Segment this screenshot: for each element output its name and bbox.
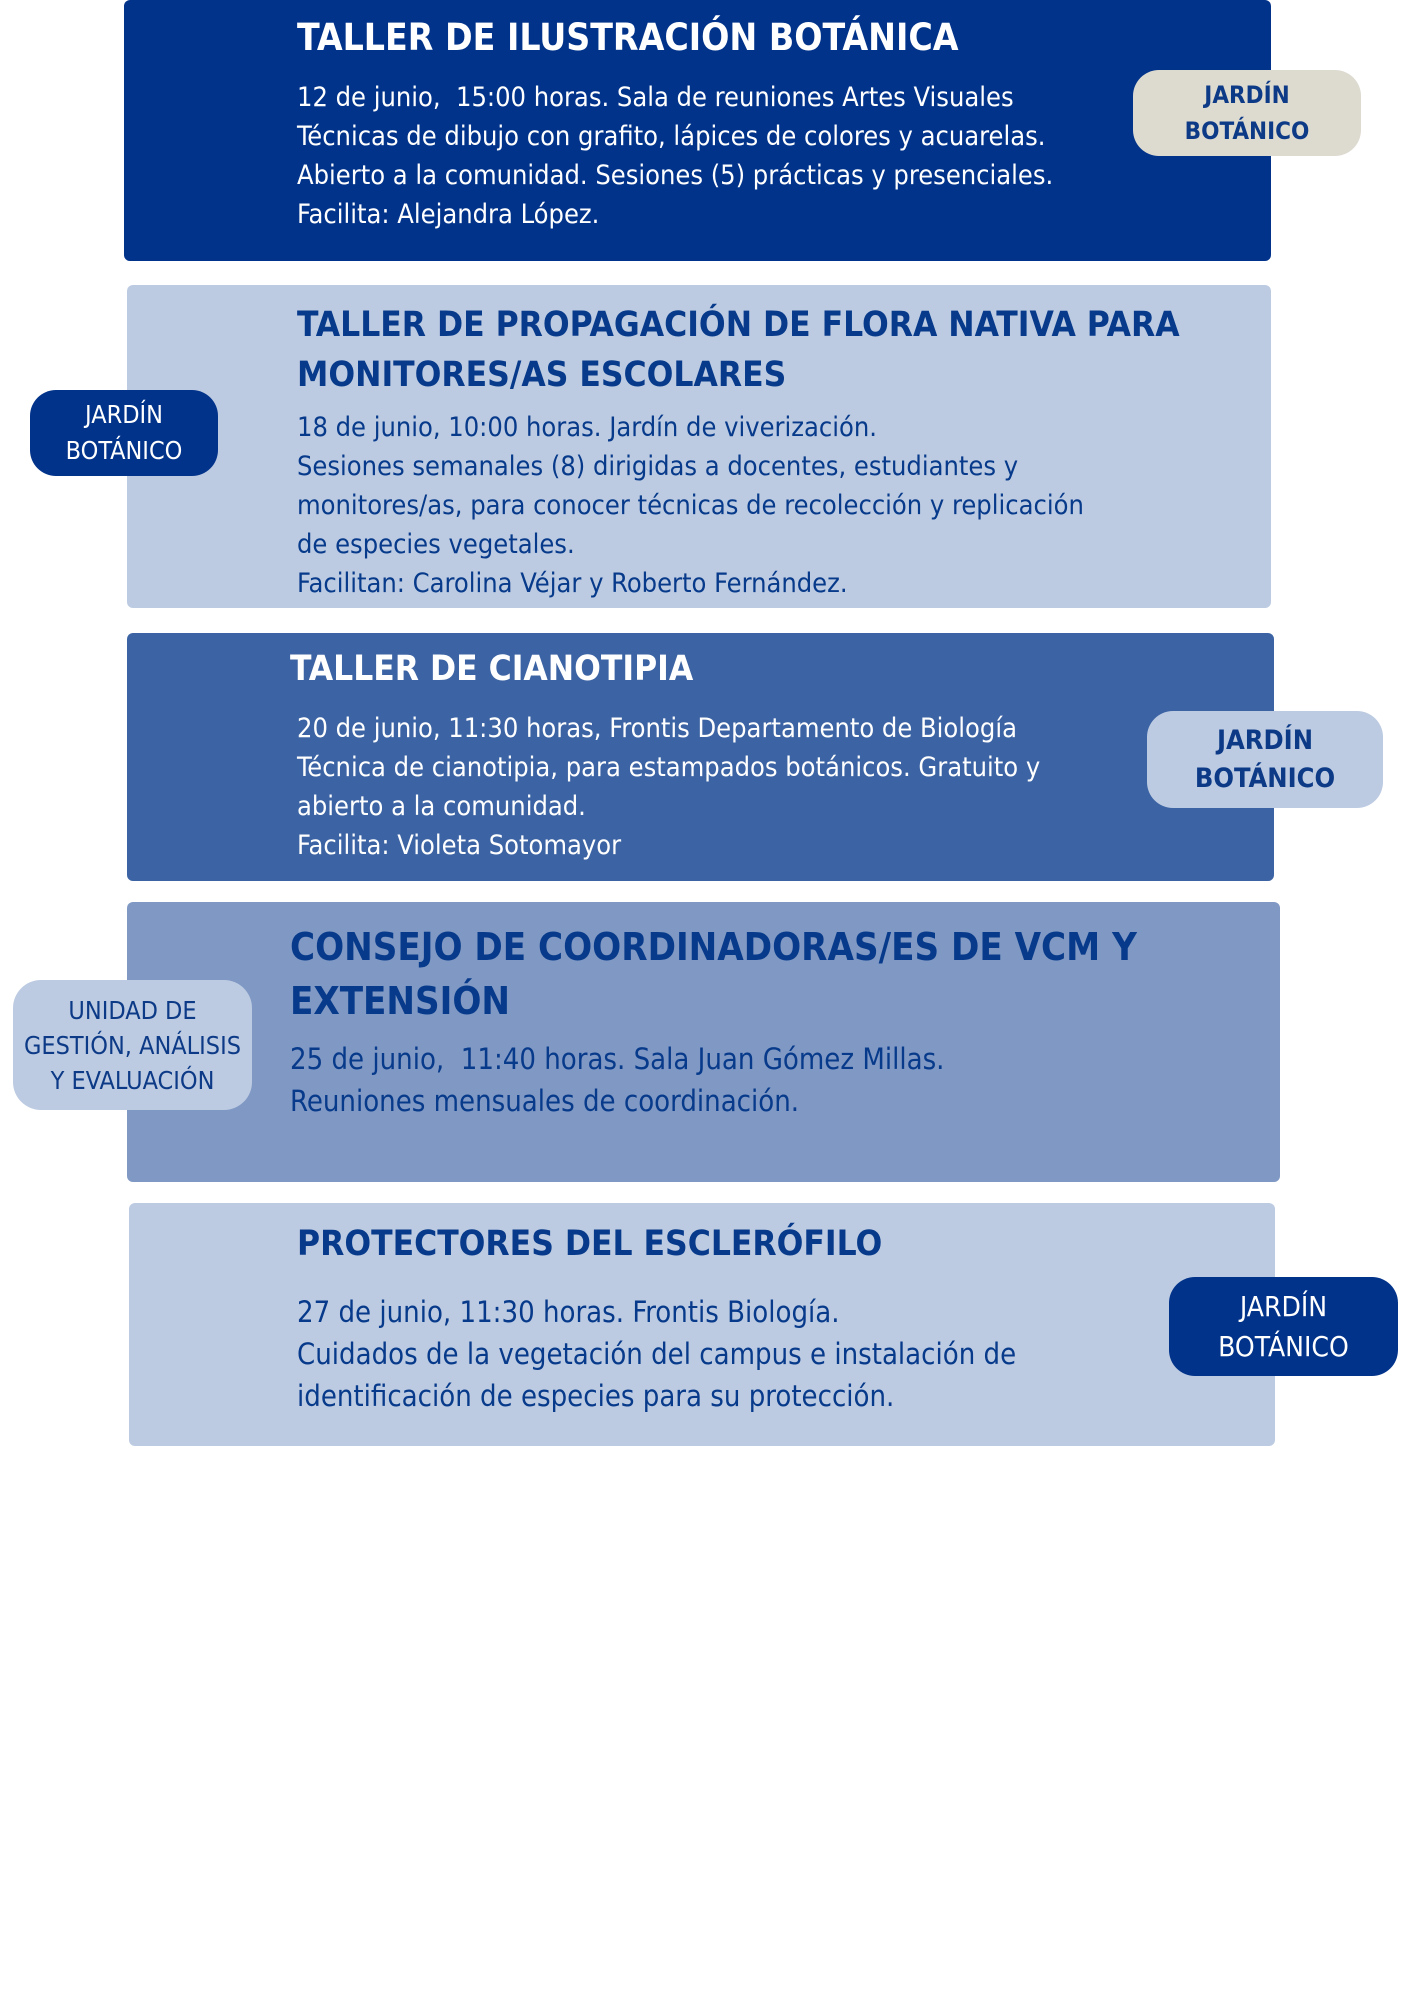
badge-line: Y EVALUACIÓN xyxy=(50,1065,215,1095)
event-line: monitores/as, para conocer técnicas de r… xyxy=(297,490,1084,521)
badge-line: BOTÁNICO xyxy=(1218,1329,1349,1363)
badge-line: BOTÁNICO xyxy=(1194,762,1336,794)
event-card-ilustracion-botanica: TALLER DE ILUSTRACIÓN BOTÁNICA 12 de jun… xyxy=(124,0,1271,261)
badge-line: UNIDAD DE xyxy=(68,995,197,1025)
event-card-propagacion-flora-nativa: TALLER DE PROPAGACIÓN DE FLORA NATIVA PA… xyxy=(127,285,1271,608)
event-line: 18 de junio, 10:00 horas. Jardín de vive… xyxy=(297,412,877,443)
organizer-badge-jardin-botanico: JARDÍN BOTÁNICO xyxy=(1133,70,1361,156)
event-title: CONSEJO DE COORDINADORAS/ES DE VCM Y EXT… xyxy=(290,925,1137,1023)
event-line: Cuidados de la vegetación del campus e i… xyxy=(297,1337,1017,1371)
organizer-badge-jardin-botanico: JARDÍN BOTÁNICO xyxy=(30,390,218,476)
badge-line: JARDÍN xyxy=(1216,724,1314,756)
badge-line: GESTIÓN, ANÁLISIS xyxy=(23,1030,242,1060)
event-line: 27 de junio, 11:30 horas. Frontis Biolog… xyxy=(297,1295,840,1329)
event-line: abierto a la comunidad. xyxy=(297,791,586,822)
event-line: identificación de especies para su prote… xyxy=(297,1379,895,1413)
organizer-badge-unidad-gestion: UNIDAD DE GESTIÓN, ANÁLISIS Y EVALUACIÓN xyxy=(13,980,252,1110)
event-description: 20 de junio, 11:30 horas, Frontis Depart… xyxy=(297,709,1040,865)
event-line: 25 de junio, 11:40 horas. Sala Juan Góme… xyxy=(290,1042,945,1076)
event-line: 20 de junio, 11:30 horas, Frontis Depart… xyxy=(297,713,1017,744)
event-line: Sesiones semanales (8) dirigidas a docen… xyxy=(297,451,1019,482)
event-description: 27 de junio, 11:30 horas. Frontis Biolog… xyxy=(297,1291,1016,1417)
event-title: TALLER DE PROPAGACIÓN DE FLORA NATIVA PA… xyxy=(297,305,1180,395)
event-card-cianotipia: TALLER DE CIANOTIPIA 20 de junio, 11:30 … xyxy=(127,633,1274,881)
badge-line: JARDÍN xyxy=(1204,81,1290,109)
event-description: 18 de junio, 10:00 horas. Jardín de vive… xyxy=(297,408,1084,603)
event-title: TALLER DE ILUSTRACIÓN BOTÁNICA xyxy=(297,16,959,59)
badge-line: BOTÁNICO xyxy=(65,436,183,465)
event-line: Facilita: Violeta Sotomayor xyxy=(297,830,622,861)
event-description: 12 de junio, 15:00 horas. Sala de reunio… xyxy=(297,78,1053,234)
event-line: Facilitan: Carolina Véjar y Roberto Fern… xyxy=(297,568,848,599)
event-title: PROTECTORES DEL ESCLERÓFILO xyxy=(297,1224,883,1264)
organizer-badge-jardin-botanico: JARDÍN BOTÁNICO xyxy=(1169,1277,1398,1376)
badge-line: JARDÍN xyxy=(1239,1289,1328,1323)
event-line: Reuniones mensuales de coordinación. xyxy=(290,1084,800,1118)
event-card-protectores-esclerofilo: PROTECTORES DEL ESCLERÓFILO 27 de junio,… xyxy=(129,1203,1275,1446)
event-line: Técnicas de dibujo con grafito, lápices … xyxy=(297,121,1046,152)
event-line: 12 de junio, 15:00 horas. Sala de reunio… xyxy=(297,82,1014,113)
event-line: Abierto a la comunidad. Sesiones (5) prá… xyxy=(297,160,1054,191)
event-line: Facilita: Alejandra López. xyxy=(297,199,600,230)
event-description: 25 de junio, 11:40 horas. Sala Juan Góme… xyxy=(290,1038,944,1122)
organizer-badge-jardin-botanico: JARDÍN BOTÁNICO xyxy=(1147,711,1383,808)
badge-line: BOTÁNICO xyxy=(1184,117,1310,145)
event-card-consejo-coordinadoras: CONSEJO DE COORDINADORAS/ES DE VCM Y EXT… xyxy=(127,902,1280,1182)
event-line: de especies vegetales. xyxy=(297,529,575,560)
badge-line: JARDÍN xyxy=(85,400,163,429)
event-line: Técnica de cianotipia, para estampados b… xyxy=(297,752,1041,783)
event-title: TALLER DE CIANOTIPIA xyxy=(290,649,694,689)
